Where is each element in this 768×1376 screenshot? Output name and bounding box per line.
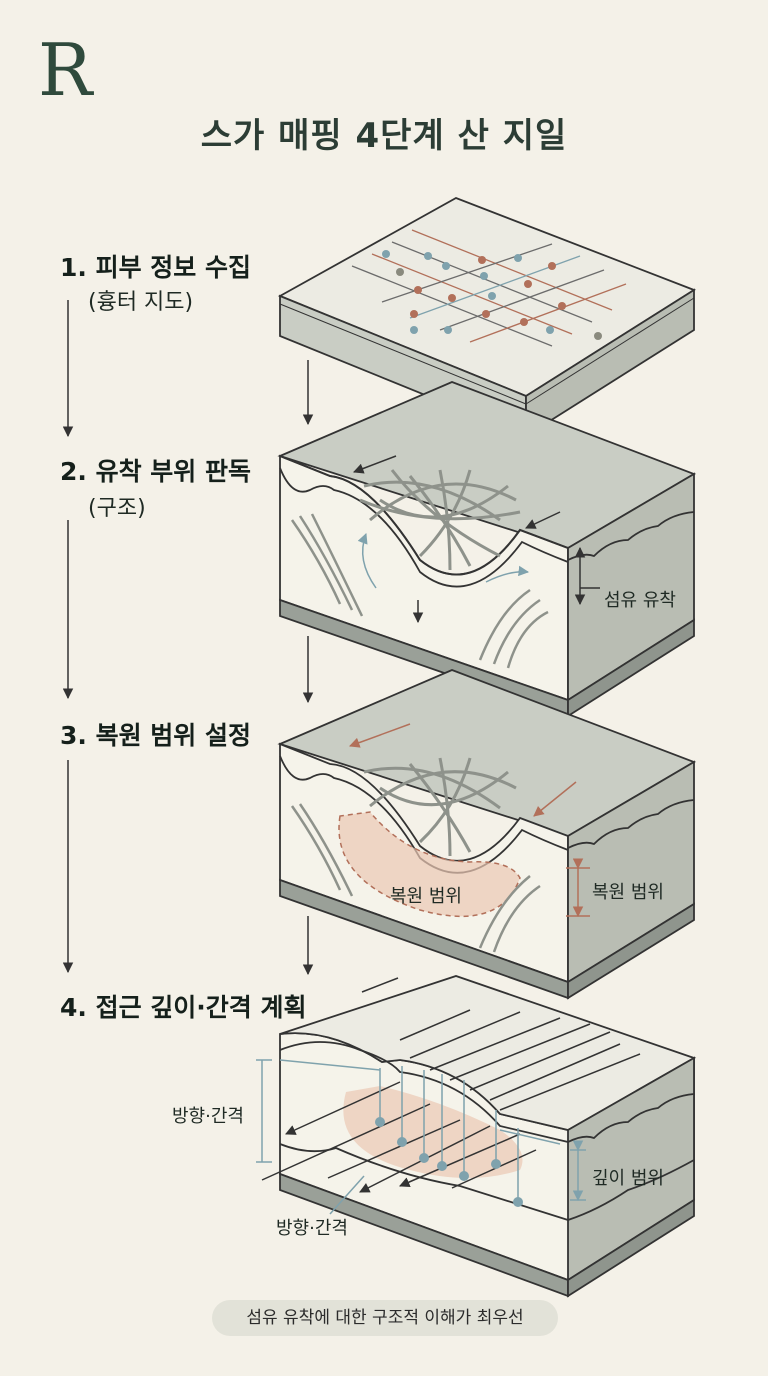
restore-range-inner-label: 복원 범위 (390, 886, 462, 907)
needle-lines (261, 977, 641, 1193)
direction-spacing-left-label: 방향·간격 (172, 1106, 244, 1127)
step-3-label: 3. 복원 범위 설정 (60, 721, 252, 750)
brand-logo: R (38, 28, 93, 112)
restore-arrows (349, 723, 590, 918)
depth-range-label: 깊이 범위 (592, 1168, 664, 1189)
depth-probe-dots (375, 1117, 523, 1207)
step-4-label: 4. 접근 깊이·간격 계획 (60, 993, 307, 1022)
restore-range-zone (338, 811, 521, 917)
page-title: 스가 매핑 4단계 산 지일 (200, 116, 568, 156)
adhesion-label: 섬유 유착 (604, 590, 676, 611)
footer-note: 섬유 유착에 대한 구조적 이해가 최우선 (212, 1300, 558, 1336)
step-1-label: 1. 피부 정보 수집 (60, 253, 252, 282)
scar-grid-dots (382, 250, 602, 340)
direction-spacing-bottom-label: 방향·간격 (276, 1218, 348, 1239)
step-2-label: 2. 유착 부위 판독 (60, 457, 252, 486)
restore-fibers (290, 757, 541, 953)
adhesion-arrows (353, 455, 600, 624)
block-adhesion (277, 381, 697, 718)
flow-arrows-left (62, 300, 314, 976)
adhesion-fibers (290, 469, 549, 669)
step-2-sub: (구조) (88, 496, 146, 521)
depth-probes (256, 1059, 586, 1215)
step-1-sub: (흉터 지도) (88, 290, 194, 315)
restore-range-side-label: 복원 범위 (592, 882, 664, 903)
